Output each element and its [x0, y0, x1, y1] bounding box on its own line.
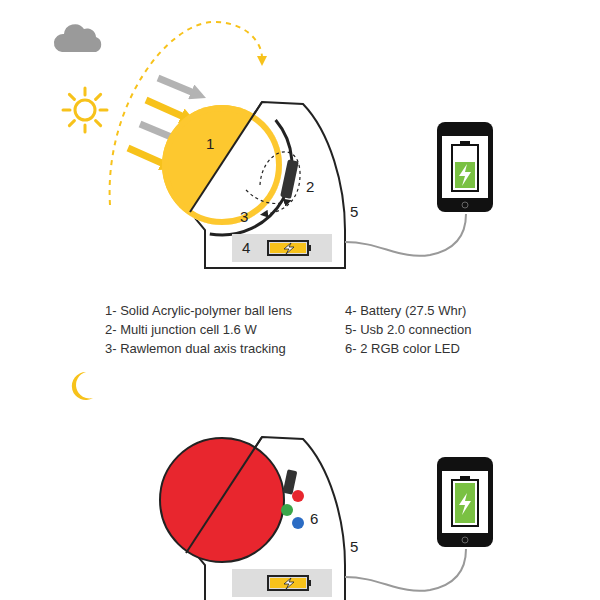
sun-icon: [84, 125, 87, 132]
night-device: [160, 438, 284, 562]
phone-icon: [455, 483, 475, 523]
callout-number: 5: [350, 538, 358, 556]
phone-icon: [437, 122, 493, 212]
housing-edge: [190, 102, 262, 212]
battery-icon: [270, 243, 306, 253]
ball-lens-inner: [162, 96, 310, 250]
phone-icon: [442, 471, 488, 533]
tracking-arrow: [246, 190, 286, 204]
sun-icon: [100, 109, 107, 112]
callout-number: 5: [350, 203, 358, 221]
sun-icon: [69, 121, 74, 126]
sunlight-arrows: [146, 100, 184, 117]
ball-lens-inner: [186, 96, 310, 250]
part-key: 2- Multi junction cell 1.6 W: [105, 322, 257, 338]
night-device: [186, 437, 262, 553]
phone-icon: [452, 145, 478, 191]
callout-number: 4: [242, 234, 250, 262]
night-device: [292, 517, 304, 529]
night-device: [268, 576, 311, 590]
callout-number: 2: [306, 178, 314, 196]
sun-icon: [63, 88, 107, 132]
part-key: 4- Battery (27.5 Whr): [345, 303, 466, 319]
part-key: 6- 2 RGB color LED: [345, 341, 460, 357]
ball-lens-node-shape: [162, 105, 282, 225]
usb-cable: [345, 549, 466, 591]
sun-icon: [96, 94, 101, 99]
part-key: 1- Solid Acrylic-polymer ball lens: [105, 303, 292, 319]
callout-number: 6: [310, 510, 318, 528]
battery-band: [232, 234, 332, 262]
sun-icon: [63, 109, 70, 112]
ball-lens-node: 1: [162, 105, 282, 225]
tracking-rail: [210, 120, 292, 235]
battery-icon: [268, 241, 311, 255]
sun-icon: [69, 94, 74, 99]
callout-number: 1: [206, 135, 214, 153]
tracking-arrow: [260, 152, 300, 214]
sun-icon: [75, 100, 95, 120]
night-device: [284, 578, 294, 589]
night-device: [232, 569, 332, 597]
sun-icon: [96, 121, 101, 126]
sunlight-arrows: [158, 78, 194, 93]
phone-icon: [437, 122, 493, 212]
sun-icon: [84, 88, 87, 95]
battery-icon: [308, 245, 311, 251]
phone-icon: [459, 164, 471, 186]
phone-icon: [452, 480, 478, 526]
part-key: 3- Rawlemon dual axis tracking: [105, 341, 286, 357]
callout-number: 3: [240, 208, 248, 226]
phone-icon: [462, 202, 468, 208]
night-device: [268, 576, 308, 590]
night-device: [292, 490, 304, 502]
ball-lens-inner: [162, 105, 282, 225]
night-device: [308, 580, 311, 586]
cloud-icon: [54, 24, 101, 52]
part-key: 5- Usb 2.0 connection: [345, 322, 471, 338]
night-device: [270, 578, 306, 588]
phone-icon: [455, 162, 475, 188]
moon-icon: [72, 372, 93, 400]
phone-icon: [437, 457, 493, 547]
cloud-icon: [54, 24, 101, 52]
night-device: [160, 437, 345, 600]
battery-icon: [284, 243, 294, 254]
phone-icon: [437, 457, 493, 547]
phone-icon: [442, 136, 488, 198]
battery-node: 4: [232, 234, 332, 262]
night-device: [281, 504, 293, 516]
moon-icon: [72, 372, 93, 400]
usb-cable: [345, 214, 466, 256]
multi-junction-cell: [280, 159, 299, 198]
phone-icon: [462, 537, 468, 543]
sunlight-arrows: [128, 148, 164, 164]
phone-icon: [459, 493, 471, 515]
battery-icon: [268, 241, 308, 255]
